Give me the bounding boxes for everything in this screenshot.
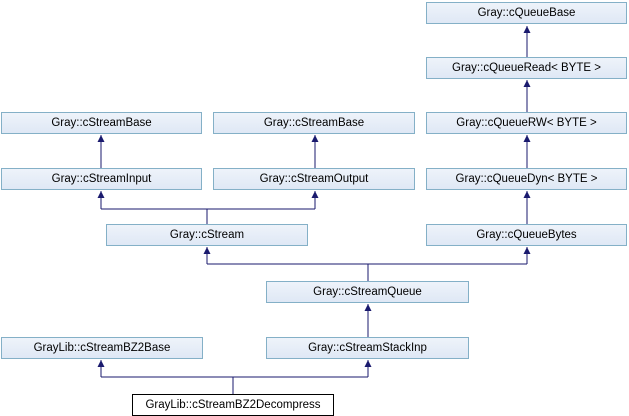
node-gray-cstreamoutput[interactable]: Gray::cStreamOutput	[213, 168, 415, 190]
node-gray-cstreambase-right[interactable]: Gray::cStreamBase	[213, 112, 415, 134]
node-gray-cstreamqueue[interactable]: Gray::cStreamQueue	[266, 281, 469, 303]
node-gray-cqueuebase[interactable]: Gray::cQueueBase	[426, 2, 627, 24]
edge-cstreamqueue-trunk	[207, 263, 527, 281]
node-gray-cstreambase-left[interactable]: Gray::cStreamBase	[1, 112, 202, 134]
edge-bz2decompress-trunk	[101, 376, 368, 394]
node-gray-cqueuerw-byte[interactable]: Gray::cQueueRW< BYTE >	[426, 112, 627, 134]
node-gray-cqueueread-byte[interactable]: Gray::cQueueRead< BYTE >	[426, 57, 627, 79]
node-gray-cstreaminput[interactable]: Gray::cStreamInput	[1, 168, 202, 190]
node-gray-cstream[interactable]: Gray::cStream	[106, 224, 308, 246]
node-gray-cqueuedyn-byte[interactable]: Gray::cQueueDyn< BYTE >	[426, 168, 627, 190]
node-gray-cqueuebytes[interactable]: Gray::cQueueBytes	[426, 224, 627, 246]
node-graylib-cstreambz2decompress: GrayLib::cStreamBZ2Decompress	[132, 394, 334, 416]
node-graylib-cstreambz2base[interactable]: GrayLib::cStreamBZ2Base	[1, 337, 203, 359]
node-gray-cstreamstackinp[interactable]: Gray::cStreamStackInp	[266, 337, 469, 359]
edge-cstream-trunk	[101, 208, 315, 224]
